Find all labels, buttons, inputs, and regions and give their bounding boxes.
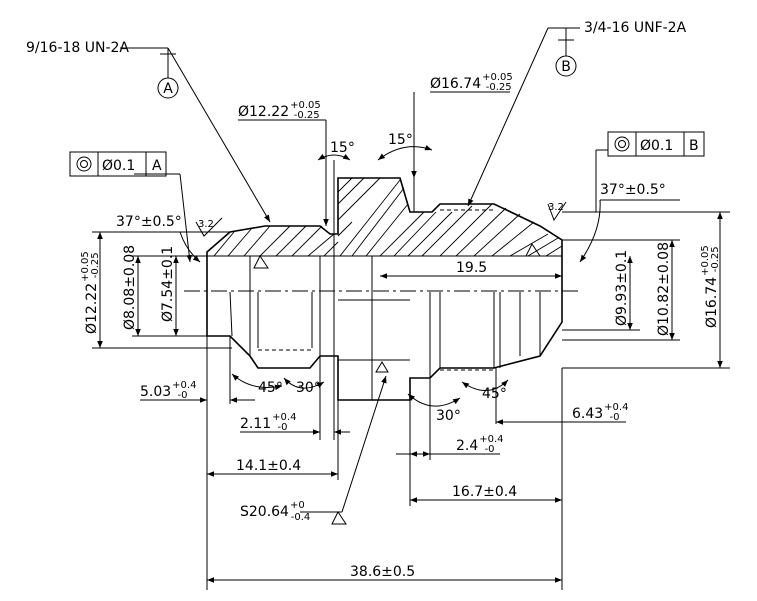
dim-d1082: Ø10.82±0.08 <box>656 242 672 336</box>
tol-right-value: Ø0.1 <box>640 138 673 154</box>
dim-sphere: S20.64+0-0.4 <box>240 500 310 523</box>
dim-d1222-left: Ø12.22+0.05-0.25 <box>80 251 101 334</box>
dim-l503: 5.03+0.4-0 <box>140 380 196 401</box>
thread-lines <box>258 209 494 371</box>
angle-45-left: 45° <box>258 380 283 396</box>
angle-45-right: 45° <box>482 386 507 402</box>
datum-b-label: B <box>561 59 571 75</box>
thread-right-label: 3/4-16 UNF-2A <box>584 20 687 36</box>
dim-l167: 16.7±0.4 <box>452 484 517 500</box>
thread-left-label: 9/16-18 UN-2A <box>26 40 129 56</box>
datum-a-label: A <box>163 81 173 97</box>
section-hatching <box>213 177 563 257</box>
labels: 9/16-18 UN-2A 3/4-16 UNF-2A Ø16.74+0.05-… <box>26 20 721 580</box>
tol-left-value: Ø0.1 <box>102 158 135 174</box>
angle-15-right: 15° <box>388 132 413 148</box>
dim-d1674-top: Ø16.74+0.05-0.25 <box>430 72 513 93</box>
roughness-marks: 3.2 3.2 <box>195 201 567 525</box>
dim-d754: Ø7.54±0.1 <box>160 246 176 322</box>
roughness-left: 3.2 <box>198 219 214 230</box>
tolerance-frame-right: Ø0.1 B <box>607 131 705 157</box>
datum-symbols: A B <box>157 55 577 99</box>
angle-arcs <box>179 145 601 407</box>
leader-lines <box>120 27 680 513</box>
datum-a-circle <box>157 77 179 99</box>
dim-d1674-right: Ø16.74+0.05-0.25 <box>700 245 721 328</box>
angle-37-left: 37°±0.5° <box>116 214 182 230</box>
angle-37-right: 37°±0.5° <box>600 182 666 198</box>
angle-15-left: 15° <box>330 140 355 156</box>
dim-l386: 38.6±0.5 <box>350 564 415 580</box>
angle-30-right: 30° <box>436 408 461 424</box>
dim-l643: 6.43+0.4-0 <box>572 402 628 423</box>
dim-d993: Ø9.93±0.1 <box>614 250 630 326</box>
dim-d1222-top: Ø12.22+0.05-0.25 <box>238 100 321 121</box>
dim-l24: 2.4+0.4-0 <box>456 434 504 455</box>
tol-left-datum: A <box>152 158 162 174</box>
roughness-right: 3.2 <box>548 202 564 213</box>
part-outline <box>206 177 563 401</box>
dimension-lines <box>92 91 730 590</box>
datum-b-circle <box>555 55 577 77</box>
tol-right-datum: B <box>689 138 699 154</box>
dim-l211: 2.11+0.4-0 <box>240 412 296 433</box>
dim-d808: Ø8.08±0.08 <box>122 245 138 330</box>
dim-l141: 14.1±0.4 <box>236 458 301 474</box>
dim-l195: 19.5 <box>456 260 487 276</box>
angle-30-left: 30° <box>296 380 321 396</box>
tolerance-frame-left: Ø0.1 A <box>69 151 167 177</box>
